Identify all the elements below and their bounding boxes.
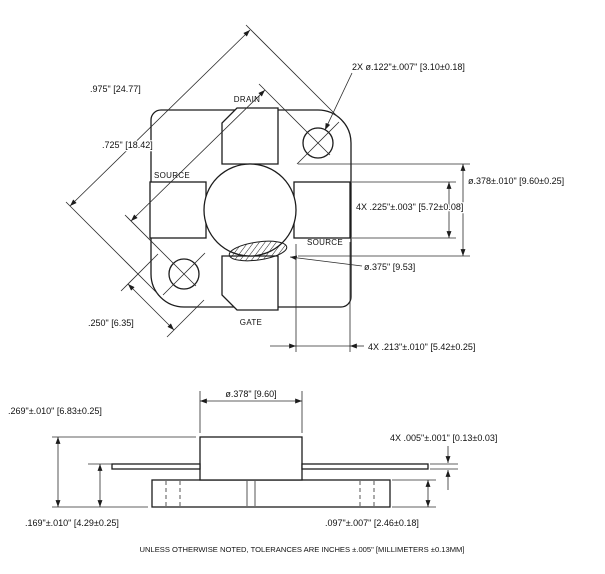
dim-lead-length-text: 4X .213"±.010" [5.42±0.25] — [368, 342, 475, 352]
dim-flange-thickness: .097"±.007" [2.46±0.18] — [324, 479, 436, 529]
side-view: ø.378" [9.60] .269"±.010" [6.83±0.25] 4X… — [7, 388, 499, 530]
drain-lead — [221, 107, 279, 165]
seal-hatch — [228, 240, 288, 262]
dim-cap-diameter-right: ø.378±.010" [9.60±0.25] — [298, 163, 565, 257]
lead-profile-right — [301, 463, 429, 470]
gate-label: GATE — [240, 318, 262, 327]
dim-seating-height-text: .169"±.010" [4.29±0.25] — [25, 518, 119, 528]
dim-cap-diameter-side: ø.378" [9.60] — [199, 388, 303, 433]
cap-circle — [203, 163, 297, 257]
source-right-label: SOURCE — [307, 238, 343, 247]
dim-hole-spacing-text: .725" [18.42] — [102, 140, 153, 150]
dim-seating-height: .169"±.010" [4.29±0.25] — [24, 463, 120, 529]
dim-overall-height-text: .269"±.010" [6.83±0.25] — [8, 406, 102, 416]
dim-lobe-width-text: .250" [6.35] — [88, 318, 134, 328]
gate-lead — [221, 255, 279, 311]
lead-profile-left — [111, 463, 201, 470]
dim-flange-thickness-text: .097"±.007" [2.46±0.18] — [325, 518, 419, 528]
dim-cap-diameter-right-text: ø.378±.010" [9.60±0.25] — [468, 176, 564, 186]
top-view: .975" [24.77] .725" [18.42] 2X ø.122"±.0… — [65, 24, 565, 353]
cap-profile — [199, 436, 303, 481]
leader-mounting-holes: 2X ø.122"±.007" [3.10±0.18] — [324, 61, 466, 131]
dim-lead-length: 4X .213"±.010" [5.42±0.25] — [270, 242, 477, 353]
tolerance-note: UNLESS OTHERWISE NOTED, TOLERANCES ARE I… — [140, 545, 465, 554]
leader-mounting-holes-text: 2X ø.122"±.007" [3.10±0.18] — [352, 62, 465, 72]
source-lead-right — [293, 181, 351, 239]
dim-lead-thickness: 4X .005"±.001" [0.13±0.03] — [389, 432, 499, 490]
dim-lead-width: 4X .225"±.003" [5.72±0.08] — [352, 181, 465, 239]
dim-lead-width-text: 4X .225"±.003" [5.72±0.08] — [356, 202, 463, 212]
dim-lobe-width: .250" [6.35] — [87, 253, 205, 338]
dim-hole-spacing: .725" [18.42] — [101, 83, 331, 287]
dim-cap-diameter-side-text: ø.378" [9.60] — [225, 389, 276, 399]
drain-label: DRAIN — [234, 95, 260, 104]
source-left-label: SOURCE — [154, 171, 190, 180]
dim-flange-diagonal-text: .975" [24.77] — [90, 84, 141, 94]
leader-cap-diameter-text: ø.375" [9.53] — [364, 262, 415, 272]
dim-overall-height: .269"±.010" [6.83±0.25] — [7, 405, 196, 508]
source-lead-left — [149, 181, 207, 239]
flange-profile — [151, 479, 391, 508]
dim-lead-thickness-text: 4X .005"±.001" [0.13±0.03] — [390, 433, 497, 443]
